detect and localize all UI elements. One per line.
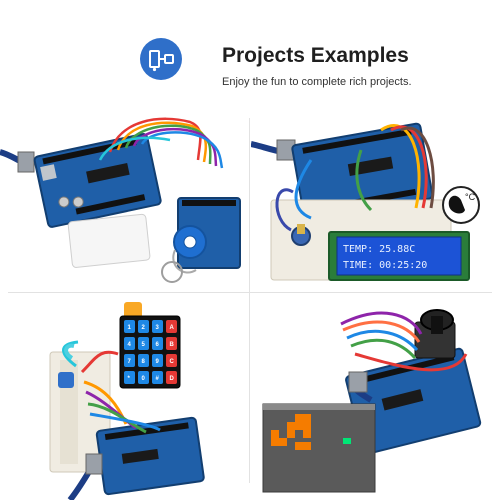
keypad-key <box>138 337 149 350</box>
keypad-key-label: C <box>170 359 175 365</box>
keypad-key <box>166 371 177 384</box>
sensor-label: °C <box>465 192 476 202</box>
keypad-key <box>124 354 135 367</box>
keypad-key-label: 0 <box>142 376 146 382</box>
keypad-key-label: 8 <box>142 359 146 365</box>
keypad-key-label: # <box>156 376 160 382</box>
keypad-project-image: 1 2 3 A 4 5 6 B 7 8 9 C * 0 # D <box>0 294 248 500</box>
keypad-key <box>152 354 163 367</box>
keypad-key-label: 1 <box>128 325 132 331</box>
keypad-key-label: B <box>170 342 175 348</box>
keypad-key <box>152 320 163 333</box>
page-subtitle: Enjoy the fun to complete rich projects. <box>222 76 412 88</box>
snake-game <box>271 414 351 450</box>
keypad-key-label: 5 <box>142 342 146 348</box>
keypad-key-label: 4 <box>128 342 132 348</box>
keypad-key-label: 7 <box>128 359 132 365</box>
keypad-key <box>166 354 177 367</box>
keypad-key-label: 9 <box>156 359 160 365</box>
keypad-key-label: * <box>128 376 131 382</box>
keypad-key <box>152 371 163 384</box>
keypad-key <box>124 320 135 333</box>
circuit-board-icon <box>140 38 182 80</box>
horizontal-divider <box>8 292 492 293</box>
lcd-line-2: TIME: 00:25:20 <box>343 260 427 271</box>
vertical-divider <box>249 118 250 483</box>
keypad-key <box>138 320 149 333</box>
keypad-key <box>166 320 177 333</box>
lcd-line-1: TEMP: 25.88C <box>343 244 415 255</box>
keypad-key-label: 6 <box>156 342 160 348</box>
keypad-key-label: A <box>170 325 175 331</box>
keypad-key-label: D <box>170 376 175 382</box>
keypad-key <box>124 371 135 384</box>
keypad: 1 2 3 A 4 5 6 B 7 8 9 C * 0 # D <box>119 315 181 389</box>
joystick-project-image <box>251 294 500 500</box>
keypad-key <box>152 337 163 350</box>
rfid-project-image <box>0 100 248 290</box>
keypad-key <box>138 354 149 367</box>
keypad-key-label: 2 <box>142 325 146 331</box>
page-title: Projects Examples <box>222 44 409 67</box>
keypad-key <box>166 337 177 350</box>
lcd-project-image: °C TEMP: 25.88C TIME: 00:25:20 <box>251 100 500 290</box>
keypad-key <box>138 371 149 384</box>
keypad-key-label: 3 <box>156 325 160 331</box>
keypad-key <box>124 337 135 350</box>
